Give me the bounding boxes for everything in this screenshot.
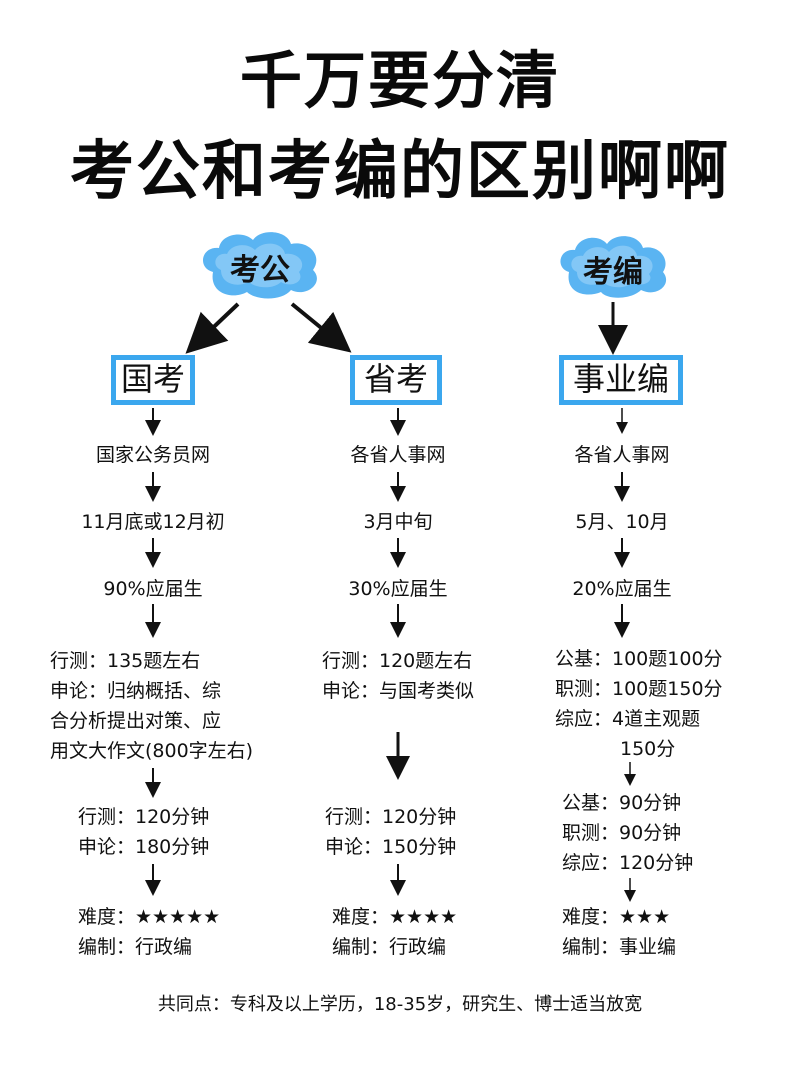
col1-ratio: 90%应届生 (103, 578, 203, 600)
col2-duration-1: 行测：120分钟 (325, 806, 457, 828)
cloud-kaogong: 考公 (195, 228, 325, 300)
col2-type: 编制：行政编 (332, 936, 447, 958)
col3-content-1: 公基：100题100分 (555, 648, 723, 670)
col1-content-1: 行测：135题左右 (50, 650, 201, 672)
col1-time: 11月底或12月初 (81, 511, 225, 533)
box-shiyebian: 事业编 (559, 355, 683, 405)
arrow-to-guokao (185, 302, 240, 354)
title-line-1: 千万要分清 (239, 44, 560, 117)
col2-ratio: 30%应届生 (348, 578, 448, 600)
col1-type: 编制：行政编 (78, 936, 193, 958)
col1-content-4: 用文大作文(800字左右) (50, 740, 254, 762)
col1-content-2: 申论：归纳概括、综 (50, 680, 222, 702)
col2-time: 3月中旬 (363, 511, 433, 533)
col1-duration-1: 行测：120分钟 (78, 806, 210, 828)
col3-type: 编制：事业编 (562, 936, 677, 958)
box-guokao: 国考 (111, 355, 195, 405)
col1-difficulty: 难度：★★★★★ (78, 906, 221, 928)
col3-content-2: 职测：100题150分 (555, 678, 723, 700)
col1-site: 国家公务员网 (95, 444, 210, 466)
col3-ratio: 20%应届生 (572, 578, 672, 600)
col2-site: 各省人事网 (350, 444, 446, 466)
cloud-kaobian: 考编 (553, 232, 673, 300)
arrow-to-shengkao (290, 302, 352, 353)
col2-content-1: 行测：120题左右 (322, 650, 473, 672)
col3-site: 各省人事网 (574, 444, 670, 466)
title-line-2: 考公和考编的区别啊啊 (70, 135, 730, 209)
col3-duration-1: 公基：90分钟 (562, 792, 682, 814)
cloud-label-kaogong: 考公 (230, 253, 290, 288)
col3-time: 5月、10月 (575, 511, 669, 533)
col1-duration-2: 申论：180分钟 (78, 836, 210, 858)
box-shengkao: 省考 (350, 355, 442, 405)
col2-content-2: 申论：与国考类似 (322, 680, 475, 702)
col3-content-4: 150分 (620, 738, 676, 760)
col3-duration-3: 综应：120分钟 (562, 852, 694, 874)
col2-difficulty: 难度：★★★★ (332, 906, 458, 928)
col3-content-3: 综应：4道主观题 (555, 708, 701, 730)
footer-common-points: 共同点：专科及以上学历，18-35岁，研究生、博士适当放宽 (157, 994, 643, 1015)
col1-content-3: 合分析提出对策、应 (50, 710, 222, 732)
col2-duration-2: 申论：150分钟 (325, 836, 457, 858)
col3-duration-2: 职测：90分钟 (562, 822, 682, 844)
cloud-label-kaobian: 考编 (583, 255, 643, 290)
col3-difficulty: 难度：★★★ (562, 906, 671, 928)
